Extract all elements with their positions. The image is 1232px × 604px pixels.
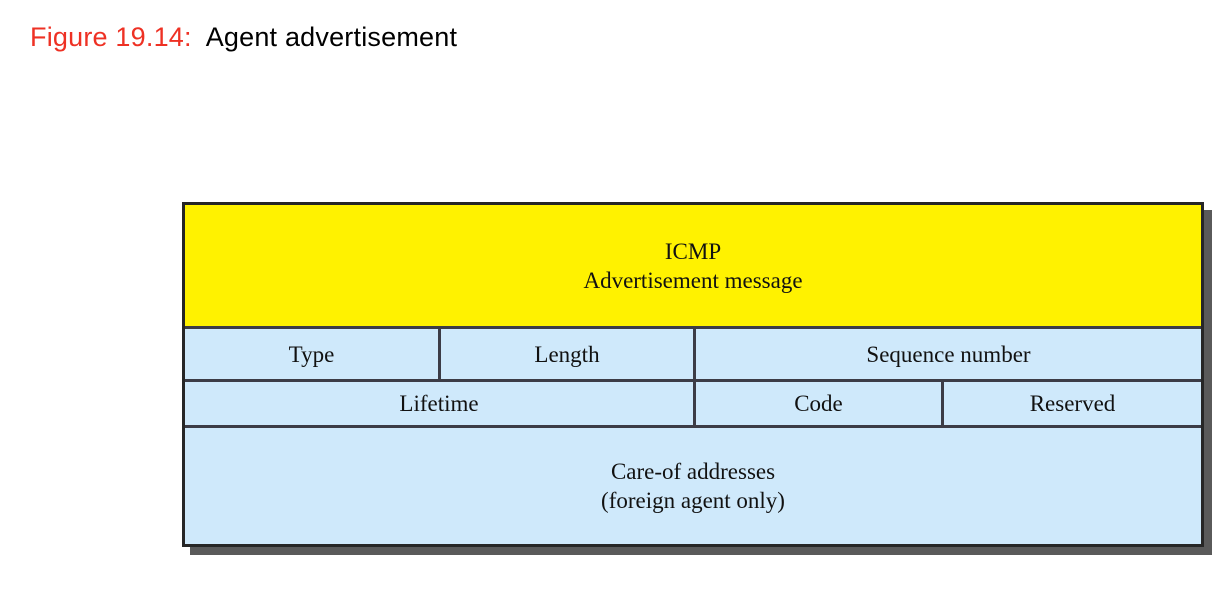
field-lifetime: Lifetime — [185, 382, 693, 425]
field-line: Length — [534, 341, 600, 367]
field-sequence-number: Sequence number — [693, 329, 1201, 379]
field-line: Type — [288, 341, 335, 367]
field-line: Advertisement message — [583, 267, 803, 293]
field-line: ICMP — [664, 238, 722, 264]
field-care-of-addresses: Care-of addresses (foreign agent only) — [185, 428, 1201, 544]
field-line: Sequence number — [866, 341, 1031, 367]
figure-number-label: Figure 19.14: — [30, 22, 192, 52]
field-code: Code — [693, 382, 941, 425]
field-line: Care-of addresses — [610, 459, 776, 484]
table-row: Care-of addresses (foreign agent only) — [185, 425, 1201, 544]
field-length: Length — [438, 329, 693, 379]
table-row: Type Length Sequence number — [185, 326, 1201, 379]
table-row: ICMP Advertisement message — [185, 205, 1201, 326]
table-row: Lifetime Code Reserved — [185, 379, 1201, 425]
field-reserved: Reserved — [941, 382, 1201, 425]
field-line: Lifetime — [399, 391, 479, 416]
figure-caption: Figure 19.14: Agent advertisement — [30, 20, 457, 54]
field-type: Type — [185, 329, 438, 379]
field-line: (foreign agent only) — [601, 488, 785, 513]
field-icmp-advertisement-message: ICMP Advertisement message — [185, 205, 1201, 326]
packet-format-table: ICMP Advertisement message Type Length S… — [182, 202, 1204, 547]
field-line: Reserved — [1029, 391, 1116, 416]
figure-title-label: Agent advertisement — [205, 22, 458, 52]
field-line: Code — [794, 391, 843, 416]
agent-advertisement-diagram: ICMP Advertisement message Type Length S… — [182, 202, 1212, 555]
